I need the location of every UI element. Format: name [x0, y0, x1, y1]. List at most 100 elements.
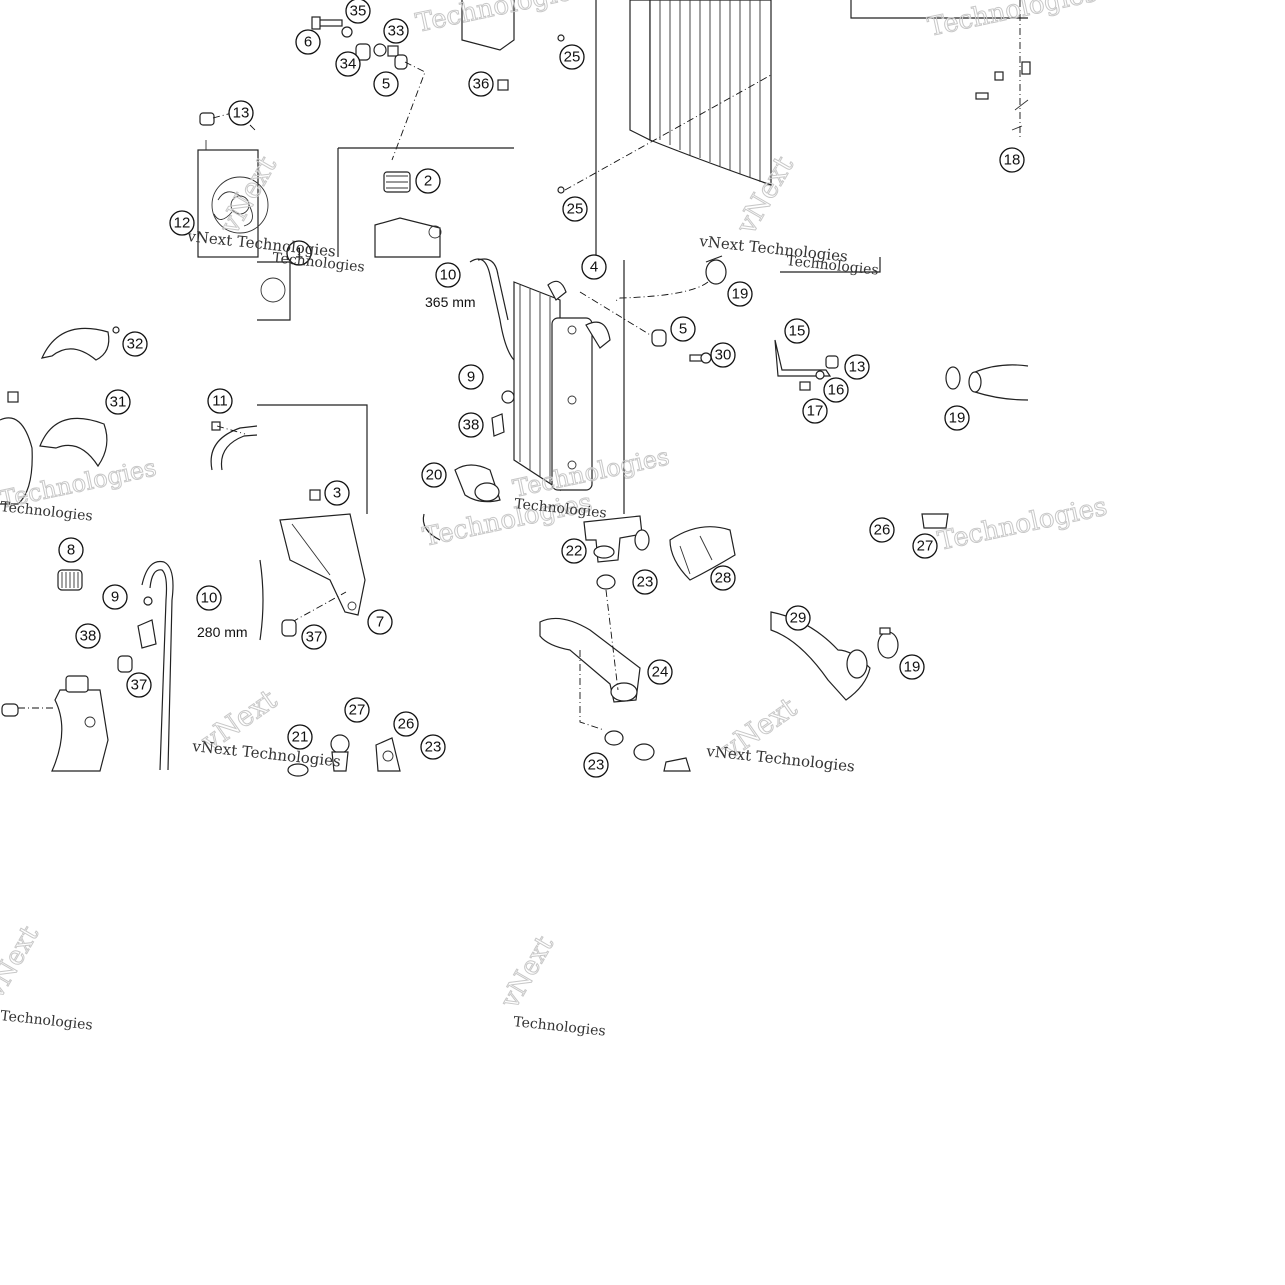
callout-17: 17 [802, 398, 828, 424]
svg-text:23: 23 [588, 757, 605, 774]
hose-10-short [141, 560, 174, 771]
svg-text:12: 12 [174, 215, 191, 232]
clamp-23-right [634, 529, 650, 551]
svg-text:26: 26 [398, 716, 415, 733]
callout-26: 26 [869, 517, 895, 543]
damper-34 [355, 43, 371, 61]
callout-37: 37 [301, 624, 327, 650]
clamp-19-lower [877, 627, 899, 659]
svg-text:3: 3 [333, 485, 341, 502]
callout-19: 19 [899, 654, 925, 680]
filler-cap-8 [57, 569, 83, 591]
svg-text:1: 1 [295, 245, 303, 262]
callout-36: 36 [468, 71, 494, 97]
clamp-19-right [945, 366, 961, 390]
svg-text:Technologies: Technologies [935, 492, 1110, 557]
svg-text:17: 17 [807, 403, 824, 420]
washer-35 [341, 26, 353, 38]
svg-text:13: 13 [233, 105, 250, 122]
svg-text:25: 25 [567, 201, 584, 218]
callout-15: 15 [784, 318, 810, 344]
callout-18: 18 [999, 147, 1025, 173]
callout-8: 8 [58, 537, 84, 563]
svg-text:10: 10 [440, 267, 457, 284]
hose-10-long [469, 258, 515, 361]
svg-text:35: 35 [350, 3, 367, 20]
svg-text:13: 13 [849, 359, 866, 376]
overflow-tank-neck [374, 217, 442, 258]
callout-4: 4 [581, 254, 607, 280]
bracket-15 [774, 339, 832, 377]
callout-13: 13 [844, 354, 870, 380]
callout-16: 16 [823, 377, 849, 403]
svg-text:6: 6 [304, 34, 312, 51]
fitting-27-upper [921, 513, 949, 529]
oring-21 [287, 763, 309, 777]
coolant-tank [51, 675, 109, 772]
svg-text:23: 23 [425, 739, 442, 756]
grommet-5-lower [651, 329, 667, 347]
svg-text:vNext: vNext [0, 921, 45, 1005]
callout-29: 29 [785, 605, 811, 631]
svg-text:37: 37 [131, 677, 148, 694]
callout-30: 30 [710, 342, 736, 368]
hose-24 [539, 617, 641, 703]
callout-37: 37 [126, 672, 152, 698]
shroud-cover-32 [40, 326, 120, 361]
callout-24: 24 [647, 659, 673, 685]
screw-25-lower [557, 186, 565, 194]
thermostat-27 [330, 734, 350, 772]
callout-27: 27 [344, 697, 370, 723]
callout-31: 31 [105, 389, 131, 415]
svg-text:19: 19 [732, 286, 749, 303]
svg-text:38: 38 [463, 417, 480, 434]
svg-text:10: 10 [201, 590, 218, 607]
pressure-cap-2 [383, 171, 411, 193]
radiator-lower [513, 280, 611, 492]
callout-27: 27 [912, 533, 938, 559]
svg-text:vNext Technologies: vNext Technologies [191, 737, 342, 771]
radiator-upper [629, 0, 772, 186]
svg-text:7: 7 [376, 614, 384, 631]
callout-26: 26 [393, 711, 419, 737]
callout-19: 19 [727, 281, 753, 307]
callout-21: 21 [287, 724, 313, 750]
svg-text:15: 15 [789, 323, 806, 340]
callout-35: 35 [345, 0, 371, 24]
callout-5: 5 [670, 316, 696, 342]
sleeve-33 [373, 43, 399, 57]
svg-text:4: 4 [590, 259, 598, 276]
hose-length-280: 280 mm [197, 624, 248, 640]
svg-text:31: 31 [110, 394, 127, 411]
svg-text:vNext: vNext [495, 931, 561, 1015]
callout-2: 2 [415, 168, 441, 194]
hose-length-365: 365 mm [425, 294, 476, 310]
svg-text:vNext Technologies: vNext Technologies [705, 742, 856, 776]
svg-text:20: 20 [426, 467, 443, 484]
svg-text:37: 37 [306, 629, 323, 646]
svg-text:26: 26 [874, 522, 891, 539]
svg-text:32: 32 [127, 336, 144, 353]
fan-shroud-lower [257, 261, 291, 321]
svg-text:38: 38 [80, 628, 97, 645]
hose-stub-left [259, 559, 264, 641]
callout-3: 3 [324, 480, 350, 506]
callout-22: 22 [561, 538, 587, 564]
callout-10: 10 [196, 585, 222, 611]
bolt-3 [309, 489, 321, 501]
svg-text:Technologies: Technologies [0, 499, 93, 525]
pump-fitting [633, 743, 691, 772]
hose-20 [454, 464, 501, 503]
callout-23: 23 [420, 734, 446, 760]
callout-25: 25 [562, 196, 588, 222]
callout-34: 34 [335, 51, 361, 77]
callout-6: 6 [295, 29, 321, 55]
callout-25: 25 [559, 44, 585, 70]
fan-shroud-left [0, 391, 33, 505]
svg-text:Technologies: Technologies [925, 0, 1100, 43]
callout-20: 20 [421, 462, 447, 488]
callout-9: 9 [102, 584, 128, 610]
svg-text:18: 18 [1004, 152, 1021, 169]
svg-text:33: 33 [388, 23, 405, 40]
